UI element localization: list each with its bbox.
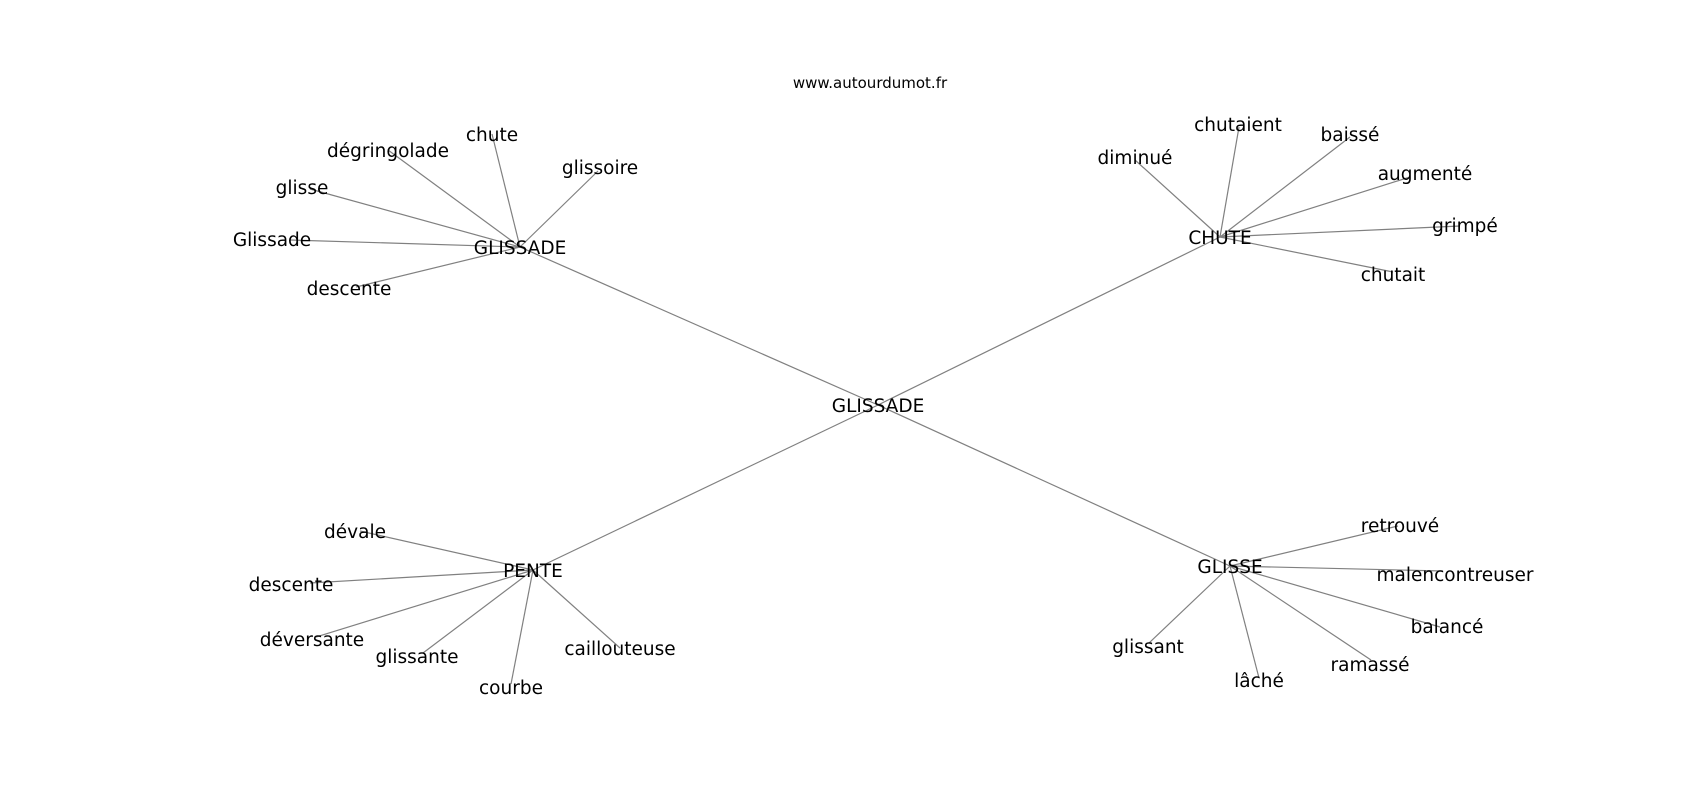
labels-layer: GLISSADE GLISSADE dégringolade chute glissoi…	[233, 115, 1534, 699]
edge-hub-glisse-leaf-5	[1148, 565, 1231, 644]
edge-hub-chute-leaf-3	[1219, 176, 1411, 238]
hub-chute-leaf-3-label: augmenté	[1378, 164, 1473, 185]
hub-glisse-leaf-0-label: retrouvé	[1361, 516, 1439, 537]
edge-hub-pente-leaf-5	[532, 569, 621, 649]
hub-pente-leaf-4-label: courbe	[479, 678, 543, 699]
edge-hub-glisse-leaf-3	[1229, 565, 1372, 661]
hub-chute-leaf-2-label: baissé	[1321, 125, 1380, 146]
edge-hub-chute-leaf-4	[1219, 225, 1461, 238]
edge-hub-pente-leaf-0	[359, 530, 534, 571]
hub-glissade-leaf-3-label: glisse	[276, 178, 329, 199]
edge-hub-pente-leaf-4	[510, 569, 534, 685]
hub-glissade-leaf-4-label: Glissade	[233, 230, 311, 251]
edge-hub-chute-leaf-2	[1219, 136, 1351, 238]
edges-layer	[289, 126, 1461, 685]
edge-hub-pente-leaf-1	[309, 569, 534, 584]
hub-chute-leaf-5-label: chutait	[1361, 265, 1426, 286]
edge-hub-glissade-leaf-2	[519, 170, 599, 248]
edge-hub-chute-leaf-5	[1219, 236, 1394, 273]
hub-glissade-leaf-5-label: descente	[307, 279, 392, 300]
hub-chute-label: CHUTE	[1188, 228, 1251, 249]
site-url-title: www.autourdumot.fr	[793, 74, 948, 92]
edge-hub-glissade-leaf-4	[289, 239, 521, 248]
edge-hub-chute-leaf-0	[1134, 159, 1221, 238]
hub-glisse-leaf-4-label: lâché	[1234, 671, 1284, 692]
edge-hub-pente-leaf-3	[422, 569, 534, 654]
edge-center-to-hub-pente	[532, 404, 879, 571]
edge-hub-glissade-leaf-0	[387, 149, 521, 248]
hub-glisse-leaf-1-label: malencontreuser	[1376, 565, 1533, 586]
hub-pente-leaf-2-label: déversante	[260, 630, 364, 651]
edge-hub-chute-leaf-1	[1219, 126, 1240, 238]
hub-glisse-leaf-2-label: balancé	[1411, 617, 1484, 638]
hub-chute-leaf-0-label: diminué	[1098, 148, 1173, 169]
hub-glissade-leaf-0-label: dégringolade	[327, 141, 449, 162]
hub-glisse-leaf-3-label: ramassé	[1331, 655, 1410, 676]
edge-center-to-hub-glissade	[519, 246, 879, 406]
hub-glissade-leaf-1-label: chute	[466, 125, 518, 146]
hub-glissade-label: GLISSADE	[474, 238, 567, 259]
hub-pente-leaf-3-label: glissante	[376, 647, 459, 668]
edge-hub-glisse-leaf-1	[1229, 565, 1444, 572]
hub-pente-leaf-1-label: descente	[249, 575, 334, 596]
hub-chute-leaf-1-label: chutaient	[1194, 115, 1282, 136]
hub-glisse-leaf-5-label: glissant	[1112, 637, 1184, 658]
hub-pente-leaf-5-label: caillouteuse	[564, 639, 675, 660]
edge-center-to-hub-chute	[877, 236, 1221, 406]
edge-hub-glisse-leaf-2	[1229, 565, 1441, 628]
edge-hub-glissade-leaf-5	[355, 246, 521, 288]
edge-center-to-hub-glisse	[877, 404, 1231, 567]
hub-glissade-leaf-2-label: glissoire	[562, 158, 638, 179]
edge-hub-pente-leaf-2	[315, 569, 534, 638]
edge-hub-glissade-leaf-1	[491, 133, 521, 248]
hub-chute-leaf-4-label: grimpé	[1432, 216, 1498, 237]
hub-glisse-label: GLISSE	[1197, 557, 1262, 578]
edge-hub-glisse-leaf-4	[1229, 565, 1260, 679]
hub-pente-label: PENTE	[503, 561, 563, 582]
edge-hub-glisse-leaf-0	[1229, 525, 1399, 567]
center-node-label: GLISSADE	[832, 396, 925, 417]
hub-pente-leaf-0-label: dévale	[324, 522, 386, 543]
edge-hub-glissade-leaf-3	[309, 188, 521, 248]
